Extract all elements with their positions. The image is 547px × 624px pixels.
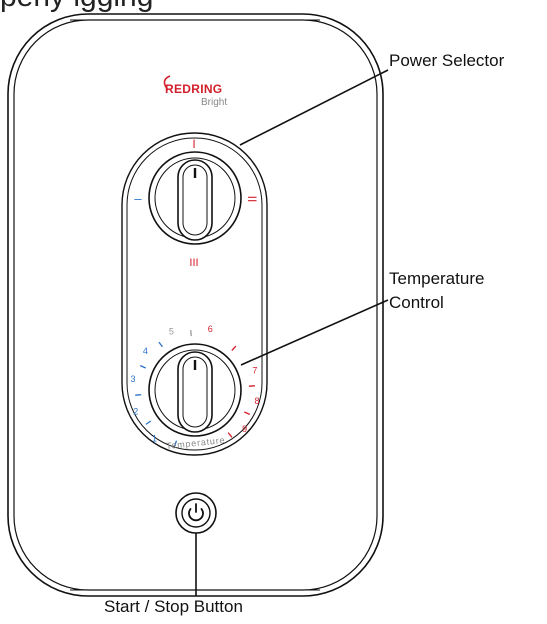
temperature-scale-tick (145, 420, 152, 425)
temperature-scale-label: 5 (169, 327, 174, 337)
temperature-scale-label: 4 (143, 346, 148, 356)
power-selector-callout: Power Selector (389, 51, 505, 70)
power-position-label: III (189, 257, 198, 269)
temperature-scale-tick (135, 394, 142, 396)
power-position-label: – (134, 191, 142, 206)
temperature-scale-label: 3 (130, 374, 135, 384)
temperature-callout-line1: Temperature (389, 269, 485, 288)
power-selector-grip[interactable] (177, 159, 213, 241)
temperature-grip[interactable] (177, 351, 213, 433)
brand-swoosh-icon (163, 75, 171, 91)
start-stop-button[interactable] (175, 492, 217, 534)
temperature-scale-label: 9 (242, 424, 247, 434)
control-panel-outer (121, 132, 268, 456)
control-panel-inner (126, 137, 263, 451)
temperature-scale-label: 8 (254, 396, 259, 406)
temperature-scale-tick (158, 341, 164, 348)
power-selector-grip-inner (182, 164, 208, 236)
temperature-scale: 1 2 3 4 5 6 7 8 9 (130, 324, 260, 447)
temperature-scale-label: 2 (133, 407, 138, 417)
cropped-top-text: perly igging (0, 0, 153, 14)
temperature-scale-label: 6 (208, 324, 213, 334)
power-position-label: II (245, 196, 259, 203)
brand-name: REDRING (165, 82, 222, 96)
temperature-control-leader (240, 299, 389, 366)
brand-logo: REDRING Bright (163, 75, 227, 108)
power-selector-dial[interactable] (148, 151, 242, 245)
temperature-scale-label: 7 (252, 366, 257, 376)
power-position-label: I (192, 137, 195, 151)
brand-model: Bright (201, 97, 227, 108)
temperature-grip-inner (182, 356, 208, 428)
temperature-scale-tick (244, 411, 251, 415)
power-selector-leader (239, 69, 389, 146)
start-stop-callout: Start / Stop Button (104, 597, 243, 616)
power-icon (188, 503, 204, 522)
temperature-scale-label: 1 (152, 433, 157, 443)
temperature-scale-tick (227, 432, 233, 438)
temperature-callout-line2: Control (389, 293, 444, 312)
temperature-scale-tick (173, 440, 178, 447)
temperature-scale-tick (139, 365, 146, 369)
temperature-scale-tick (231, 345, 237, 351)
temperature-control-dial[interactable] (148, 343, 242, 437)
